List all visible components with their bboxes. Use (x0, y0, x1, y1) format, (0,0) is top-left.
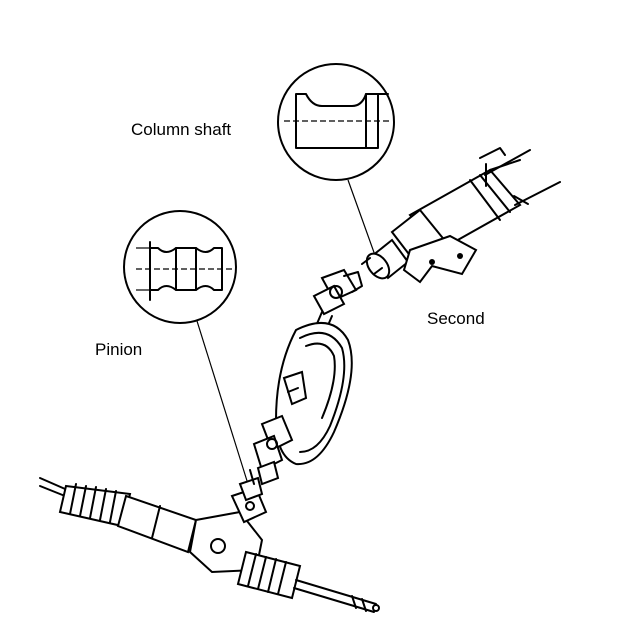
column-shaft-label: Column shaft (131, 120, 232, 139)
second-label: Second (427, 309, 485, 328)
pinion-detail-circle (123, 210, 237, 324)
second-shaft-assembly (252, 268, 363, 486)
steering-column (361, 147, 561, 284)
steering-rack (39, 469, 380, 613)
pinion-label: Pinion (95, 340, 143, 359)
pinion-leader-line (196, 320, 249, 485)
column-shaft-leader-line (347, 179, 377, 259)
column-shaft-detail-circle (277, 63, 395, 181)
